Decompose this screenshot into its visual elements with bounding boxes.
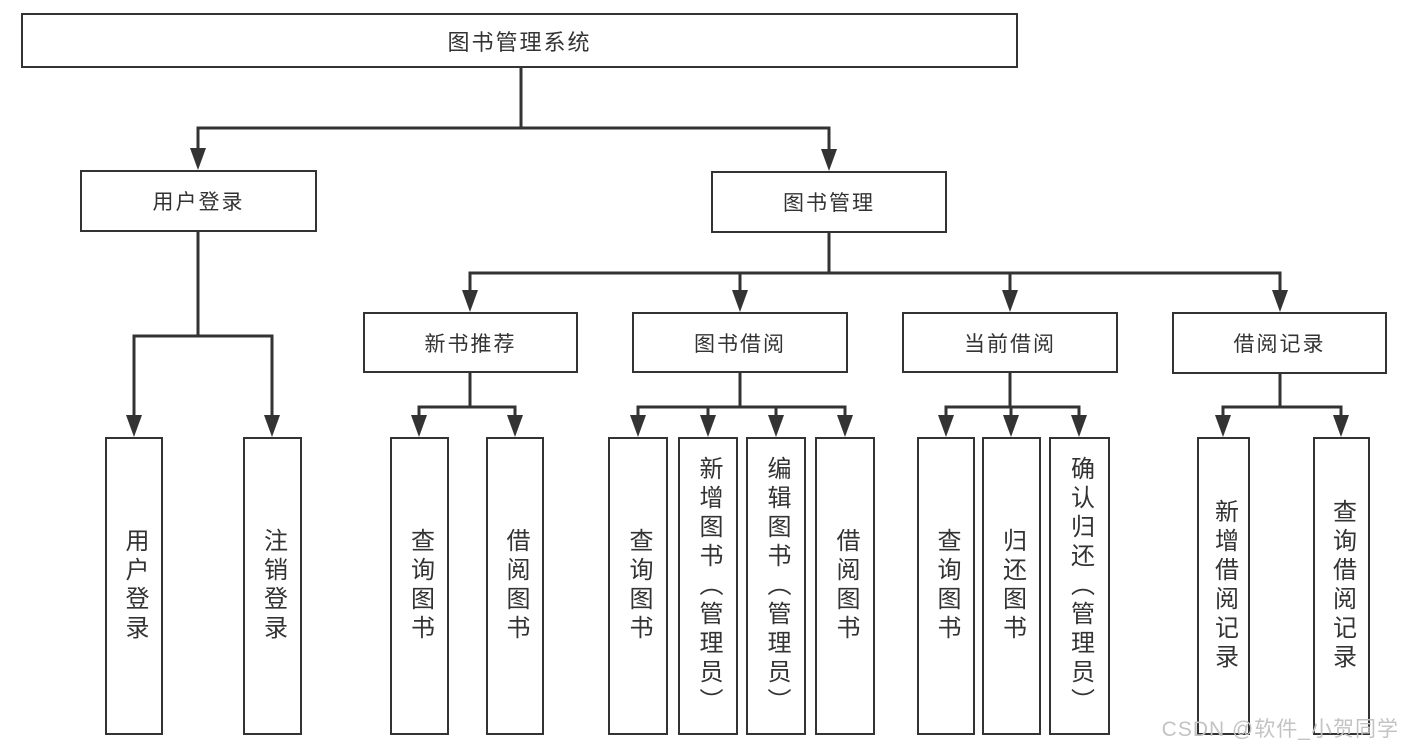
leaf-query-borrow-record: 查询借阅记录: [1313, 437, 1370, 735]
leaf-return-books: 归还图书: [982, 437, 1041, 735]
leaf-logout-label: 注销登录: [259, 528, 287, 644]
leaf-query-books-recommend-label: 查询图书: [406, 528, 434, 644]
leaf-query-books-current: 查询图书: [917, 437, 975, 735]
leaf-query-books-recommend: 查询图书: [390, 437, 449, 735]
node-borrowing-records-label: 借阅记录: [1233, 333, 1326, 356]
node-current-borrowing: 当前借阅: [902, 312, 1118, 373]
node-current-borrowing-label: 当前借阅: [964, 332, 1056, 356]
leaf-query-books-current-label: 查询图书: [933, 528, 960, 644]
leaf-borrow-books-recommend-label: 借阅图书: [502, 528, 529, 644]
leaf-confirm-return-admin-label: 确认归还（管理员）: [1066, 455, 1094, 717]
node-user-login: 用户登录: [80, 170, 317, 232]
leaf-borrow-books-label: 借阅图书: [832, 528, 859, 644]
leaf-user-login: 用户登录: [105, 437, 163, 735]
node-user-login-label: 用户登录: [152, 191, 245, 214]
leaf-user-login-label: 用户登录: [121, 528, 148, 644]
leaf-add-borrow-record: 新增借阅记录: [1197, 437, 1250, 735]
leaf-return-books-label: 归还图书: [998, 528, 1026, 644]
node-library-system: 图书管理系统: [21, 13, 1018, 68]
leaf-query-borrow-record-label: 查询借阅记录: [1328, 499, 1356, 673]
node-book-management-label: 图书管理: [783, 192, 875, 215]
leaf-add-book-admin-label: 新增图书（管理员）: [695, 455, 722, 717]
csdn-watermark: CSDN @软件_小贺同学: [1161, 718, 1399, 741]
node-new-book-recommend: 新书推荐: [363, 312, 578, 373]
leaf-edit-book-admin: 编辑图书（管理员）: [746, 437, 806, 735]
node-library-system-label: 图书管理系统: [447, 29, 592, 55]
leaf-logout: 注销登录: [243, 437, 302, 735]
leaf-add-borrow-record-label: 新增借阅记录: [1210, 499, 1238, 673]
leaf-edit-book-admin-label: 编辑图书（管理员）: [763, 455, 790, 717]
leaf-add-book-admin: 新增图书（管理员）: [678, 437, 738, 735]
node-book-management: 图书管理: [711, 171, 947, 233]
leaf-borrow-books-recommend: 借阅图书: [486, 437, 544, 735]
leaf-query-books-borrowing-label: 查询图书: [625, 528, 652, 644]
node-new-book-recommend-label: 新书推荐: [424, 332, 517, 356]
node-book-borrowing-label: 图书借阅: [694, 332, 786, 356]
node-borrowing-records: 借阅记录: [1172, 312, 1387, 374]
node-book-borrowing: 图书借阅: [632, 312, 848, 373]
leaf-query-books-borrowing: 查询图书: [608, 437, 668, 735]
leaf-borrow-books: 借阅图书: [815, 437, 875, 735]
leaf-confirm-return-admin: 确认归还（管理员）: [1049, 437, 1110, 735]
